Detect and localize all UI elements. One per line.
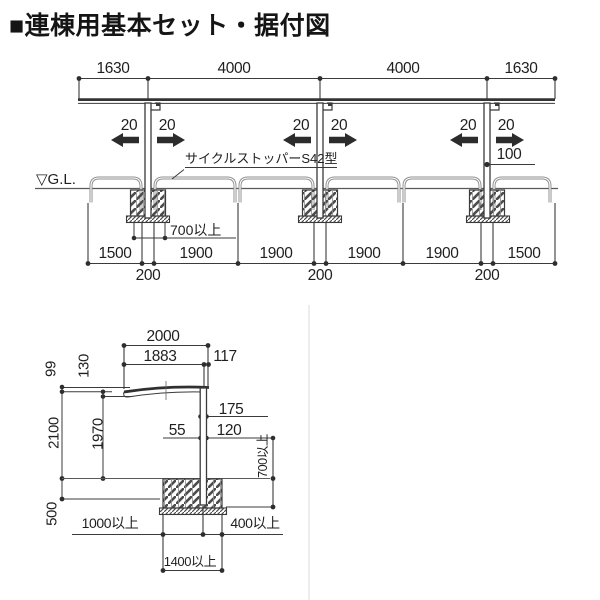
offset-arrow-icons bbox=[111, 133, 524, 147]
arrow-right-icon bbox=[496, 133, 524, 147]
dim-overhang: 117 bbox=[213, 348, 237, 365]
dim-ground-3: 1900 bbox=[259, 245, 293, 262]
offset-label: 20 bbox=[120, 117, 138, 134]
dim-front-clear: 1000以上 bbox=[81, 515, 139, 531]
arrow-right-icon bbox=[329, 133, 357, 147]
dim-beam-depth: 130 bbox=[75, 354, 93, 378]
page-title: ■連棟用基本セット・据付図 bbox=[9, 12, 331, 40]
dim-edge-height: 99 bbox=[42, 361, 60, 377]
dim-ground-depth: 500 bbox=[43, 502, 61, 526]
dim-ground-6: 1500 bbox=[507, 245, 541, 262]
footing-width-label: 700以上 bbox=[170, 222, 222, 238]
arrow-left-icon bbox=[450, 133, 478, 147]
dim-roof-left-overhang: 1630 bbox=[96, 60, 130, 77]
dim-clear-height: 1970 bbox=[89, 418, 107, 450]
dim-ground-1: 1500 bbox=[98, 245, 132, 262]
dim-ground-4: 1900 bbox=[347, 245, 381, 262]
dim-roof-span-2: 4000 bbox=[386, 60, 420, 77]
dim-rear-clear: 400以上 bbox=[230, 515, 280, 531]
side-post bbox=[199, 387, 208, 506]
dim-ground-2: 1900 bbox=[179, 245, 213, 262]
offset-label: 20 bbox=[292, 117, 310, 134]
side-elevation bbox=[59, 343, 283, 573]
front-elevation bbox=[35, 76, 558, 266]
footing-width-dim bbox=[133, 223, 236, 239]
dim-roof-span-1: 4000 bbox=[217, 60, 251, 77]
ground-level-label: ▽G.L. bbox=[36, 171, 76, 188]
stopper-height-marker bbox=[484, 161, 535, 168]
cycle-stopper-arches bbox=[89, 176, 552, 210]
offset-label: 20 bbox=[330, 117, 348, 134]
height-dimension-lines bbox=[61, 387, 160, 500]
dim-footing-depth: 700以上 bbox=[255, 434, 270, 478]
side-foundation-block bbox=[158, 478, 228, 516]
dim-footing-width: 1400以上 bbox=[163, 554, 217, 569]
base-clearance-dims bbox=[72, 506, 283, 572]
post-span-label: 200 bbox=[135, 267, 161, 284]
roof-dimension-line bbox=[78, 77, 556, 101]
post-bracket bbox=[151, 102, 500, 111]
post-span-label: 200 bbox=[307, 267, 333, 284]
offset-label: 20 bbox=[459, 117, 477, 134]
dim-ground-5: 1900 bbox=[425, 245, 459, 262]
post-span-label: 200 bbox=[474, 267, 500, 284]
stopper-leader-line bbox=[171, 169, 185, 180]
post-marker-dims bbox=[163, 416, 273, 439]
cycle-stopper-label: サイクルストッパーS42型 bbox=[185, 151, 338, 168]
canopy-roof bbox=[123, 381, 210, 400]
stopper-offset-label: 100 bbox=[496, 146, 522, 163]
support-posts bbox=[144, 102, 500, 219]
ground-dimension-line bbox=[87, 203, 556, 265]
dim-total-height: 2100 bbox=[45, 417, 63, 449]
arrow-left-icon bbox=[111, 133, 139, 147]
dim-roof-right-overhang: 1630 bbox=[504, 60, 538, 77]
arrow-right-icon bbox=[157, 133, 185, 147]
dim-panel-width: 1883 bbox=[143, 348, 177, 365]
roof-dimension-dots bbox=[76, 76, 558, 81]
dim-overall-width: 2000 bbox=[146, 328, 180, 345]
arrow-left-icon bbox=[283, 133, 311, 147]
dim-55: 55 bbox=[168, 422, 186, 439]
ground-dimension-dots bbox=[85, 261, 558, 266]
offset-label: 20 bbox=[497, 117, 515, 134]
offset-label: 20 bbox=[158, 117, 176, 134]
embed-depth-dim bbox=[226, 435, 276, 510]
dim-120: 120 bbox=[216, 422, 242, 439]
dim-175: 175 bbox=[218, 401, 244, 418]
